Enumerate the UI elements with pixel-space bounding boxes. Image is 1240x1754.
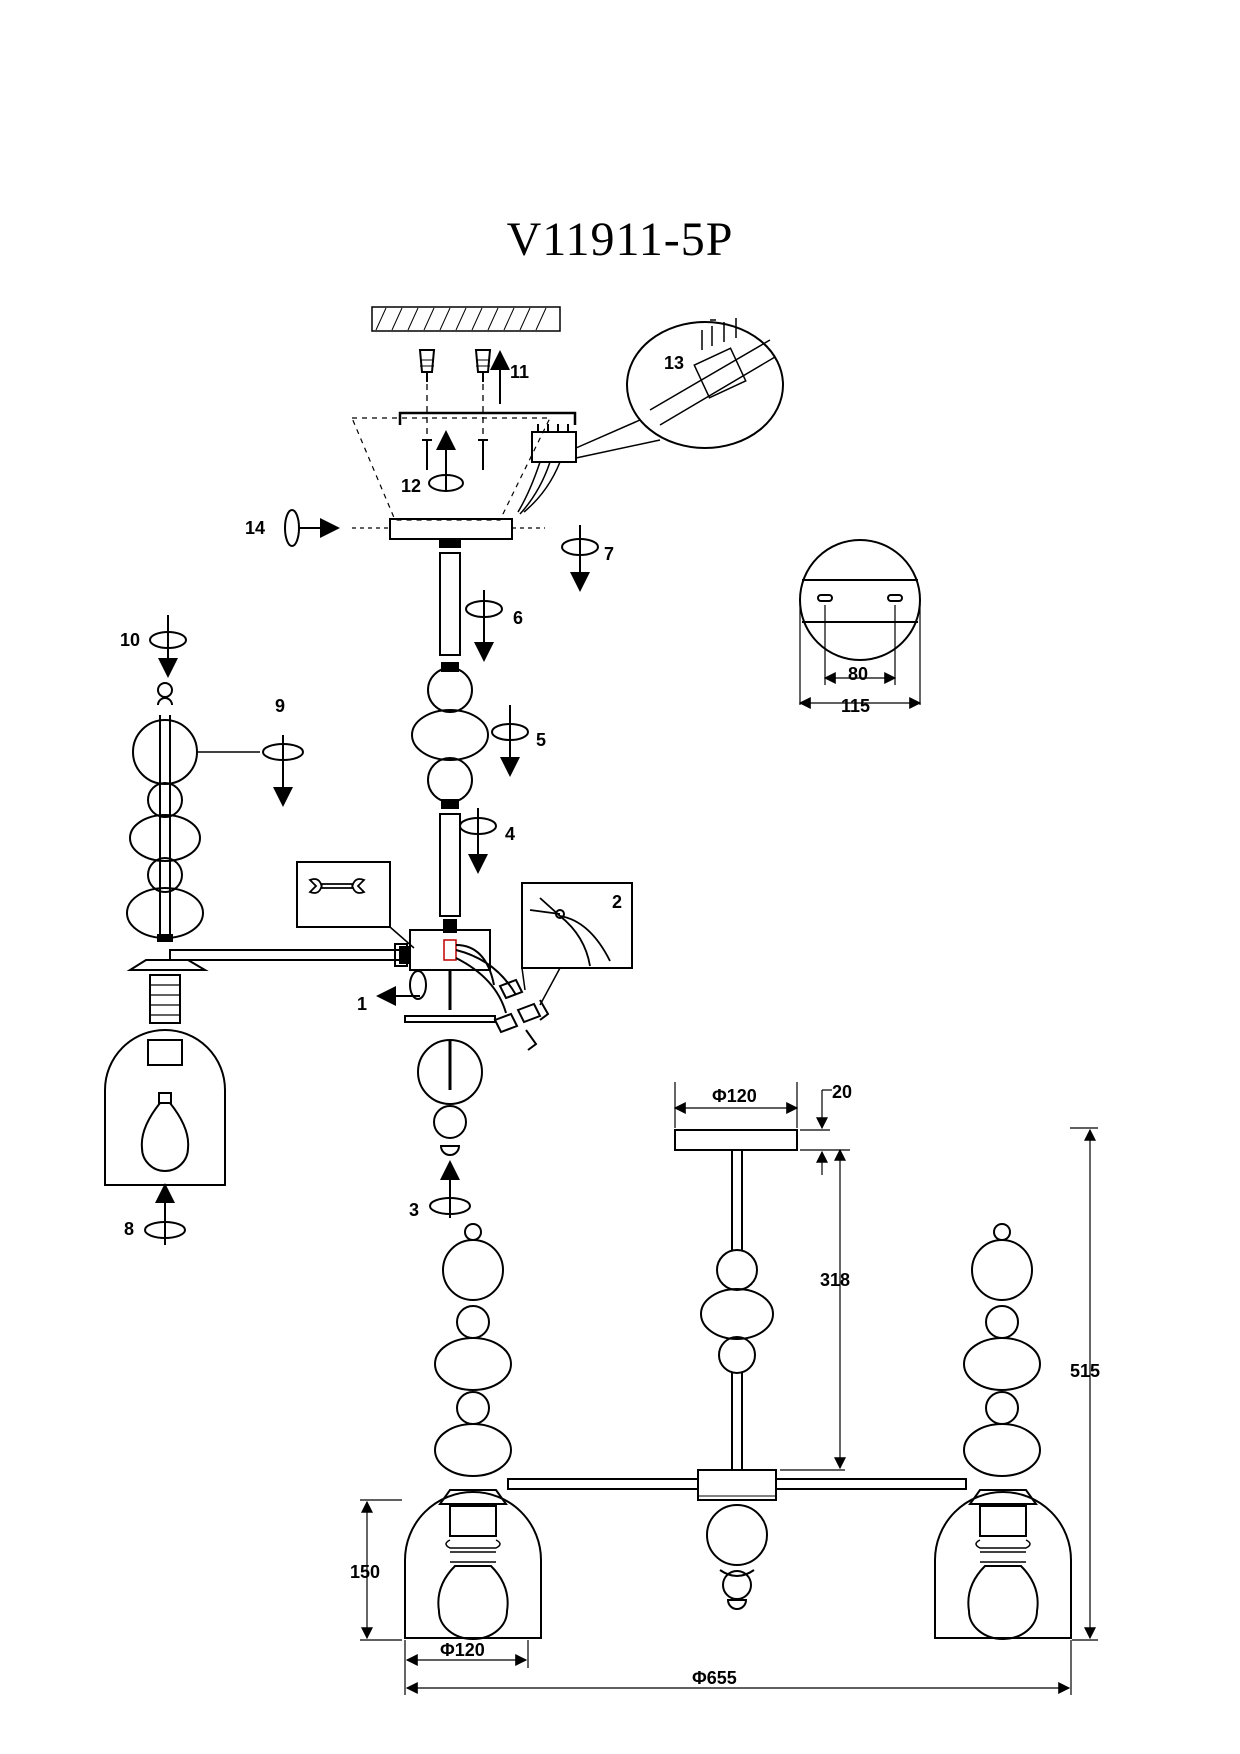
ceiling-hatch [371, 306, 561, 332]
model-title: V11911-5P [506, 213, 734, 266]
wire-stripper-icon [521, 882, 633, 1006]
left-shade-exploded [104, 959, 226, 1186]
plate-inner-label: 80 [848, 664, 868, 684]
step-labels: 1 2 3 4 5 6 7 8 9 10 11 12 13 14 [120, 353, 684, 1239]
step-label: 10 [120, 630, 140, 650]
plate-outer-label: 115 [841, 696, 870, 716]
step-label: 8 [124, 1219, 134, 1239]
step-label: 13 [664, 353, 684, 373]
dimension-labels: 80 115 Φ120 20 318 515 150 Φ120 Φ655 [350, 664, 1100, 1688]
canopy-plate [389, 518, 513, 540]
canopy-height-label: 20 [832, 1082, 852, 1102]
step-label: 3 [409, 1200, 419, 1220]
hub-cup [404, 1015, 496, 1023]
step-label: 14 [245, 518, 265, 538]
step-label: 7 [604, 544, 614, 564]
step-label: 11 [510, 362, 529, 382]
overall-diameter-label: Φ655 [692, 1668, 737, 1688]
bead-column [411, 662, 489, 809]
bottom-beads [417, 1039, 483, 1156]
mounting-bracket [398, 411, 577, 425]
plate-detail [798, 539, 922, 709]
wall-plug [418, 349, 436, 382]
step-label: 9 [275, 696, 285, 716]
canopy-diameter-label: Φ120 [712, 1086, 757, 1106]
terminal-block [517, 424, 577, 515]
total-height-label: 515 [1070, 1361, 1100, 1381]
step-label: 4 [505, 824, 515, 844]
step-label: 12 [401, 476, 421, 496]
step-label: 6 [513, 608, 523, 628]
shade-height-label: 150 [350, 1562, 380, 1582]
step-label: 5 [536, 730, 546, 750]
left-bead-column [126, 682, 204, 942]
hub-body [409, 929, 491, 971]
wrench-icon [296, 861, 415, 949]
dimension-lines [360, 1082, 1098, 1695]
canopy-outline [351, 417, 551, 521]
rod-length-label: 318 [820, 1270, 850, 1290]
step-label: 2 [612, 892, 622, 912]
terminal-detail-parts [649, 318, 776, 426]
shade-diameter-label: Φ120 [440, 1640, 485, 1660]
rod-lower [439, 813, 461, 917]
step-label: 1 [357, 994, 367, 1014]
wall-plug [474, 349, 492, 382]
terminal-detail [626, 321, 784, 449]
screw [422, 439, 432, 470]
bulb-icon [140, 1092, 190, 1172]
rod-upper [439, 552, 461, 656]
arm [169, 943, 411, 967]
screw [478, 439, 488, 470]
assembled-fixture [404, 1129, 1072, 1640]
wires [455, 944, 550, 1051]
